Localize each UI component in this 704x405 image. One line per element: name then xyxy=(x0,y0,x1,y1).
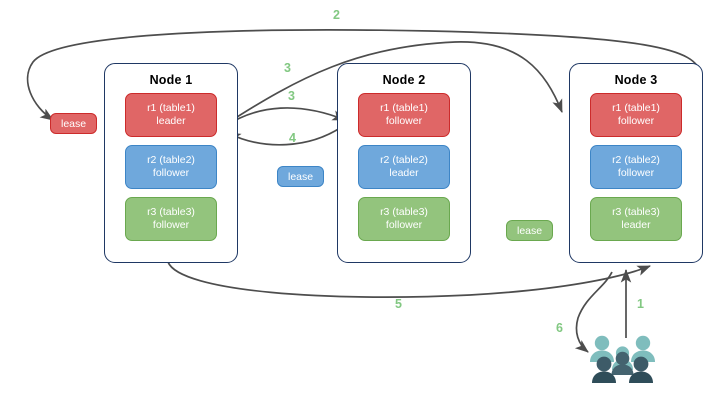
replica-name: r1 (table1) xyxy=(612,102,660,114)
step-label-1: 1 xyxy=(637,297,644,311)
replica-role: follower xyxy=(385,219,423,231)
step-label-5: 5 xyxy=(395,297,402,311)
arrow-step-6 xyxy=(574,271,613,353)
replica-list-2: r1 (table1) follower r2 (table2) leader … xyxy=(338,93,470,241)
replica-node1-r2[interactable]: r2 (table2) follower xyxy=(125,145,217,189)
replica-role: follower xyxy=(617,115,655,127)
step-label-4: 4 xyxy=(289,131,296,145)
replica-role: follower xyxy=(385,115,423,127)
replica-node2-r3[interactable]: r3 (table3) follower xyxy=(358,197,450,241)
replica-role: follower xyxy=(152,167,190,179)
replica-node2-r1[interactable]: r1 (table1) follower xyxy=(358,93,450,137)
node-title-1: Node 1 xyxy=(149,73,193,87)
replica-node3-r2[interactable]: r2 (table2) follower xyxy=(590,145,682,189)
arrow-step-5 xyxy=(167,261,651,298)
step-label-2: 2 xyxy=(333,8,340,22)
step-label-3a: 3 xyxy=(284,61,291,75)
lease-chip-r3[interactable]: lease xyxy=(506,220,554,241)
replica-list-3: r1 (table1) follower r2 (table2) followe… xyxy=(570,93,702,241)
replica-role: follower xyxy=(617,167,655,179)
node-container-3: Node 3 r1 (table1) follower r2 (table2) … xyxy=(569,63,703,263)
replica-node1-r3[interactable]: r3 (table3) follower xyxy=(125,197,217,241)
replica-name: r2 (table2) xyxy=(612,154,660,166)
replica-node3-r1[interactable]: r1 (table1) follower xyxy=(590,93,682,137)
replica-name: r3 (table3) xyxy=(612,206,660,218)
replica-node1-r1[interactable]: r1 (table1) leader xyxy=(125,93,217,137)
replica-role: follower xyxy=(152,219,190,231)
replica-name: r1 (table1) xyxy=(147,102,195,114)
arrow-step-3-long xyxy=(222,41,563,127)
replica-name: r1 (table1) xyxy=(380,102,428,114)
replica-role: leader xyxy=(621,219,651,231)
replica-role: leader xyxy=(156,115,186,127)
replica-node2-r2[interactable]: r2 (table2) leader xyxy=(358,145,450,189)
replica-name: r2 (table2) xyxy=(147,154,195,166)
node-container-2: Node 2 r1 (table1) follower r2 (table2) … xyxy=(337,63,471,263)
replica-name: r2 (table2) xyxy=(380,154,428,166)
arrow-step-4 xyxy=(227,123,347,146)
arrow-step-3-short xyxy=(223,107,346,128)
node-container-1: Node 1 r1 (table1) leader r2 (table2) fo… xyxy=(104,63,238,263)
lease-chip-r2[interactable]: lease xyxy=(277,166,325,187)
replica-list-1: r1 (table1) leader r2 (table2) follower … xyxy=(105,93,237,241)
node-title-2: Node 2 xyxy=(382,73,426,87)
step-label-3b: 3 xyxy=(288,89,295,103)
people-group-icon xyxy=(590,335,655,383)
replica-node3-r3[interactable]: r3 (table3) leader xyxy=(590,197,682,241)
replica-role: leader xyxy=(389,167,419,179)
replica-name: r3 (table3) xyxy=(147,206,195,218)
node-title-3: Node 3 xyxy=(614,73,658,87)
arrow-step-2 xyxy=(26,29,701,121)
lease-chip-r1[interactable]: lease xyxy=(50,113,98,134)
step-label-6: 6 xyxy=(556,321,563,335)
replica-name: r3 (table3) xyxy=(380,206,428,218)
